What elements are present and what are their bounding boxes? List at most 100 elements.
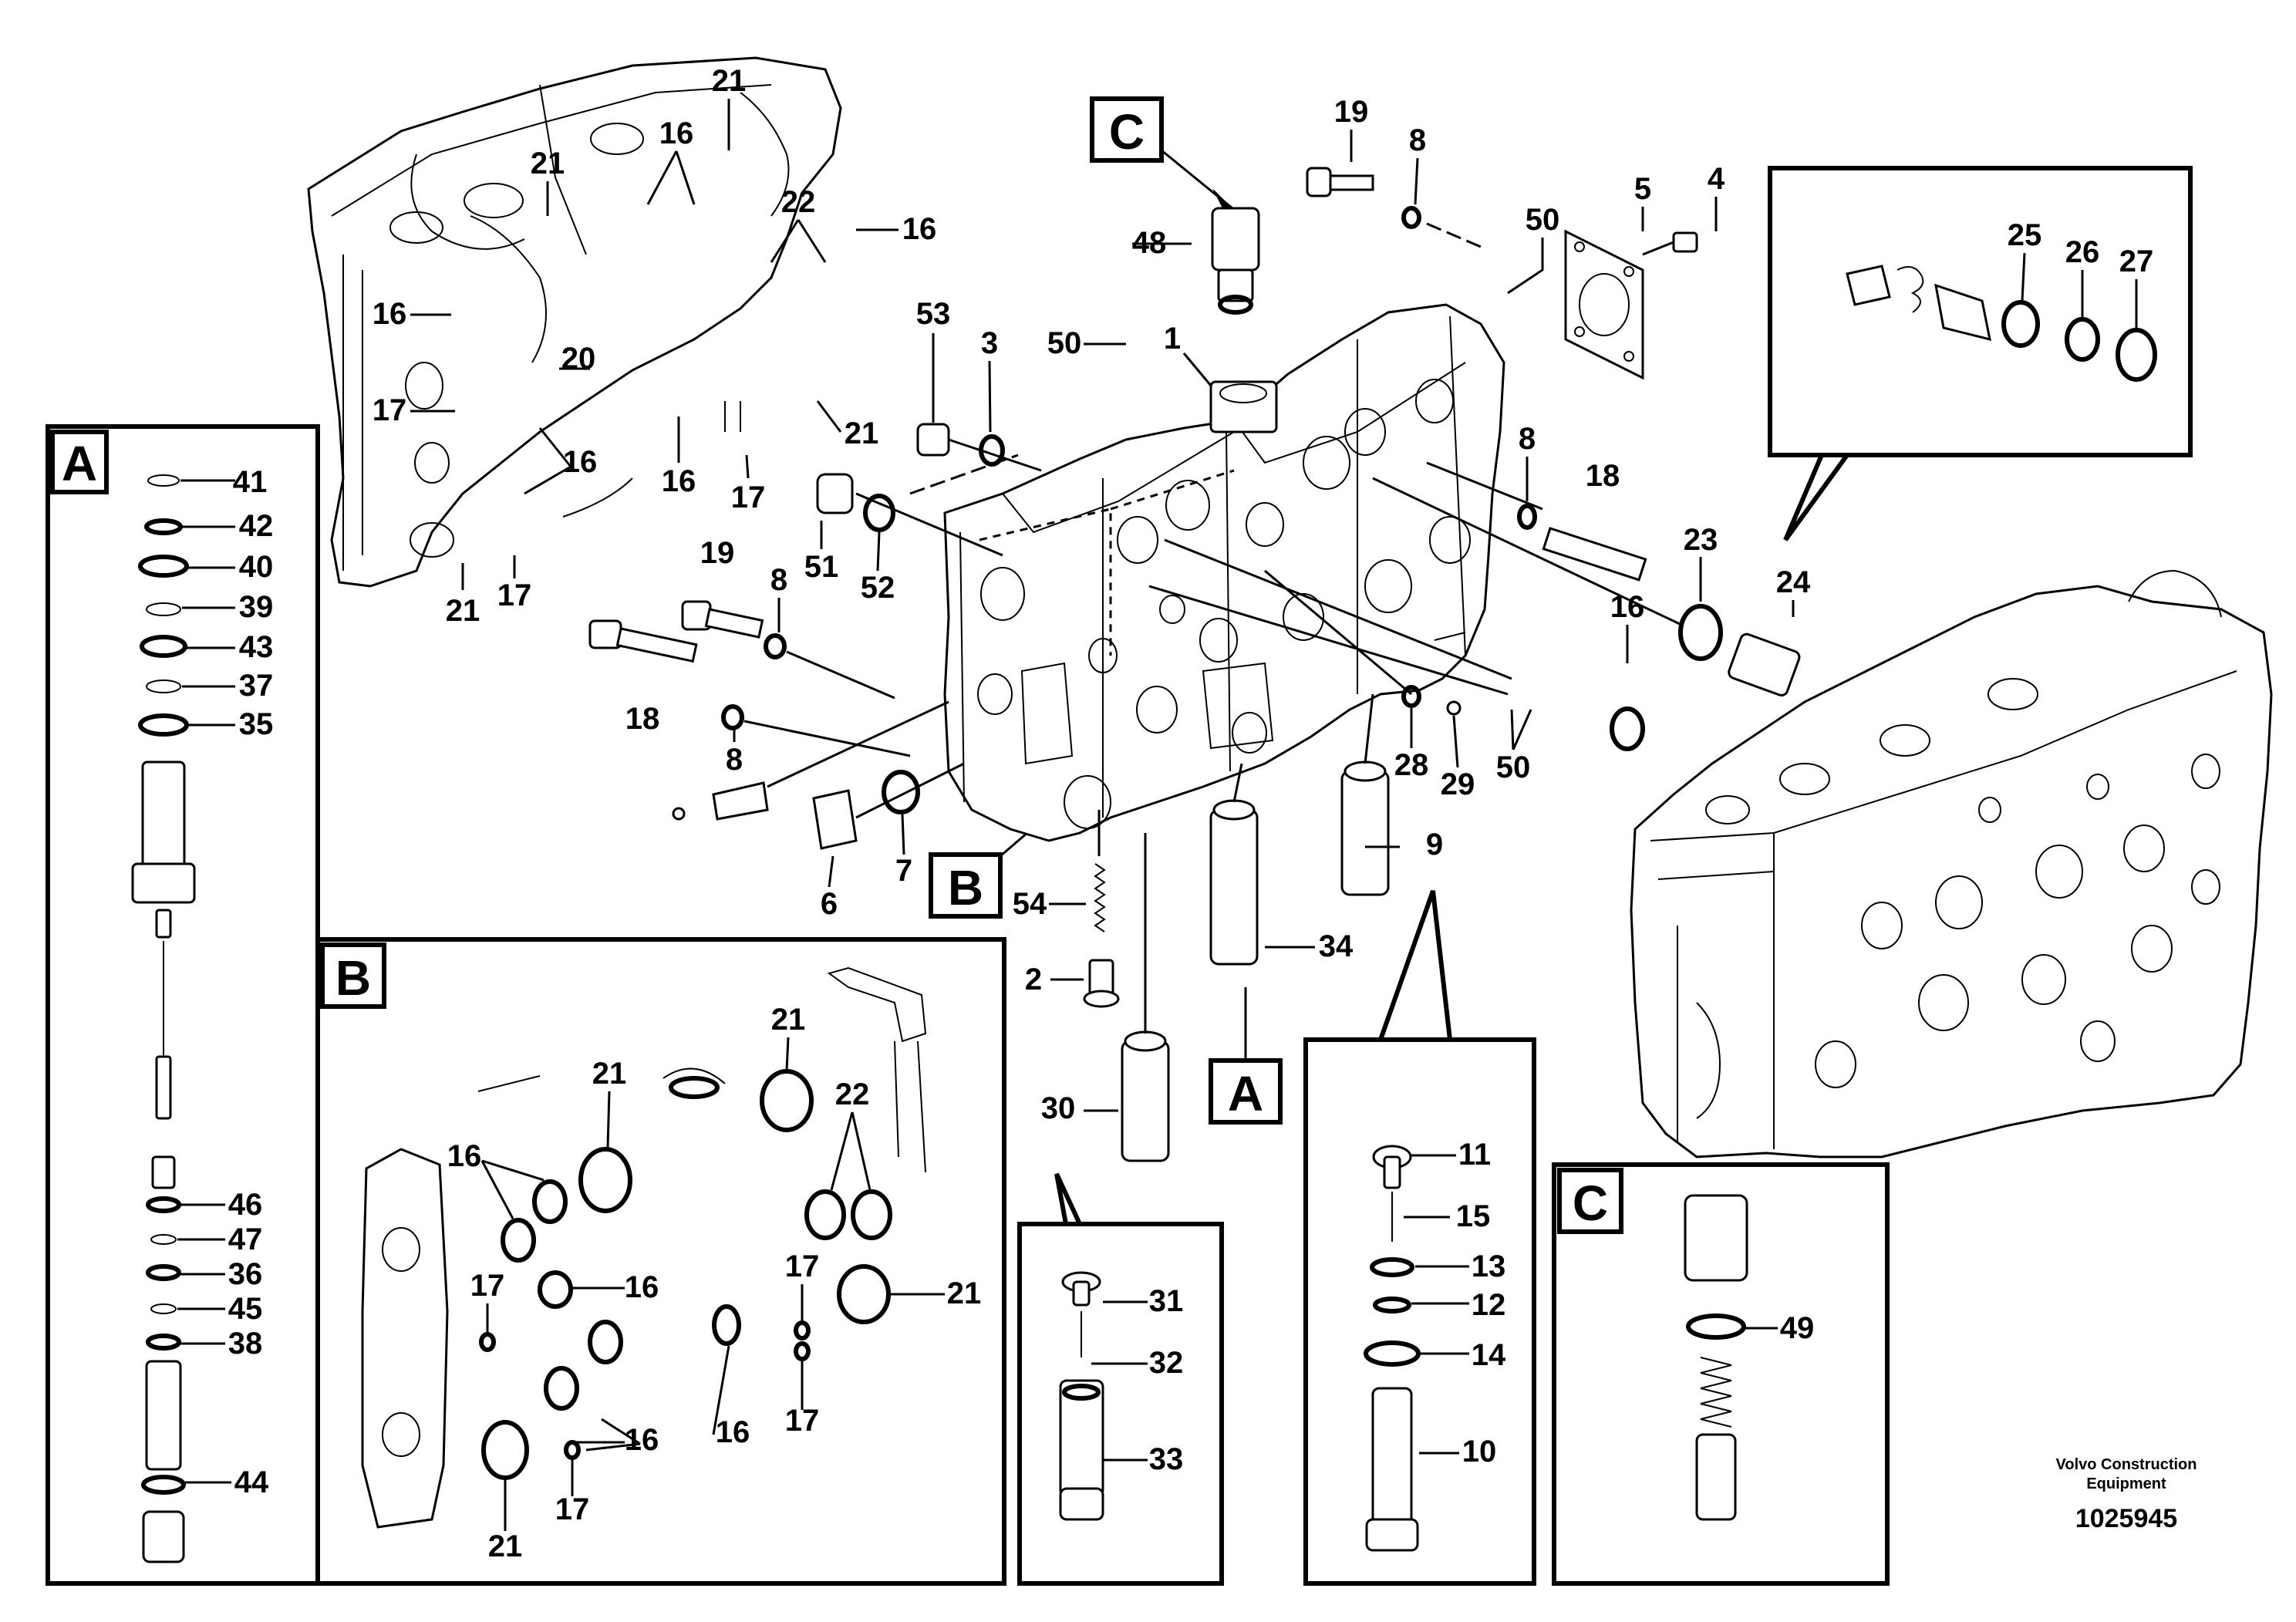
callout-5: 5: [1634, 172, 1651, 206]
view-letter-c: C: [1573, 1175, 1608, 1231]
callout-21d: 21: [446, 594, 480, 628]
callout-28: 28: [1394, 748, 1429, 782]
callout-32: 32: [1149, 1346, 1184, 1380]
callout-24: 24: [1776, 565, 1811, 599]
callout-4: 4: [1708, 162, 1725, 196]
detail-frame-c: [1552, 1162, 1890, 1586]
callout-16h: 16: [625, 1270, 659, 1304]
view-label-c-detail: C: [1557, 1168, 1623, 1234]
callout-8c: 8: [770, 563, 787, 597]
detail-pointer-30: [1020, 1172, 1082, 1226]
callout-3: 3: [981, 326, 998, 360]
callout-18a: 18: [1586, 459, 1620, 493]
callout-16e: 16: [662, 464, 696, 498]
callout-14: 14: [1472, 1338, 1506, 1372]
callout-13: 13: [1472, 1249, 1506, 1283]
callout-19a: 19: [1334, 95, 1369, 129]
callout-22b: 22: [835, 1077, 870, 1111]
drawing-number: 1025945: [2075, 1504, 2177, 1533]
callout-labels: 1 2 3 4 5 6 7 8 8 8 8 9 10 11 12 13 14 1…: [228, 64, 2154, 1563]
callout-21e: 21: [771, 1003, 806, 1037]
detail-pointer-24: [1783, 454, 1849, 541]
callout-20: 20: [561, 342, 596, 376]
callout-16c: 16: [373, 297, 407, 331]
callout-17d: 17: [470, 1269, 505, 1303]
valve-section-upper-left: [307, 56, 842, 588]
callout-8d: 8: [726, 743, 743, 777]
detail-pointer-9: [1378, 890, 1452, 1040]
callout-12: 12: [1472, 1288, 1506, 1322]
view-marker-a-letter: A: [1228, 1066, 1263, 1121]
detail-24-parts: [1846, 265, 2157, 382]
plugs-51-53-6-7: [812, 423, 1042, 850]
callout-37: 37: [239, 669, 274, 703]
drawing-credit: Volvo Construction Equipment 1025945: [2056, 1456, 2197, 1533]
callout-8b: 8: [1519, 422, 1536, 456]
view-marker-c: C: [1090, 96, 1233, 210]
callout-21f: 21: [592, 1057, 627, 1091]
callout-50b: 50: [1047, 326, 1082, 360]
detail-frame-a: [46, 424, 320, 1586]
callout-54: 54: [1013, 887, 1047, 921]
spring-54-plunger-2: [1083, 810, 1120, 1008]
callout-22a: 22: [781, 185, 816, 219]
callout-36: 36: [228, 1257, 263, 1291]
valve-section-right: [1630, 569, 2273, 1158]
callout-16j: 16: [625, 1423, 659, 1457]
callout-29: 29: [1441, 767, 1475, 801]
callout-53: 53: [916, 297, 951, 331]
screw-4: [1642, 231, 1698, 256]
detail-frame-9: [1303, 1037, 1536, 1586]
callout-52: 52: [861, 571, 895, 605]
callout-16b: 16: [902, 212, 937, 246]
callout-23: 23: [1684, 523, 1718, 557]
flange-plate-5: [1564, 229, 1644, 380]
detail-frame-24: [1768, 166, 2193, 457]
washers-28-29: [1148, 538, 1512, 716]
view-marker-c-letter: C: [1109, 104, 1145, 160]
callout-7: 7: [895, 854, 912, 888]
leader-lines: [177, 99, 2138, 1531]
callout-17g: 17: [555, 1492, 590, 1526]
callout-50c: 50: [1496, 750, 1531, 784]
detail-c-parts: [1684, 1194, 1748, 1521]
bolt-18-right: [1426, 461, 1647, 582]
callout-16g: 16: [447, 1139, 482, 1173]
callout-31: 31: [1149, 1284, 1184, 1318]
callout-21a: 21: [712, 64, 747, 98]
callout-41: 41: [233, 465, 268, 499]
callout-18b: 18: [625, 702, 660, 736]
callout-16f: 16: [1610, 590, 1645, 624]
view-letter-a: A: [62, 436, 97, 491]
callout-16d: 16: [563, 445, 598, 479]
view-marker-b: B: [929, 793, 1073, 919]
valve-24-assembly: [1372, 477, 1801, 751]
callout-1: 1: [1164, 322, 1181, 356]
callout-16a: 16: [659, 116, 694, 150]
callout-17e: 17: [785, 1249, 820, 1283]
brand-line-1: Volvo Construction: [2056, 1456, 2197, 1473]
detail-frame-b: [315, 937, 1006, 1586]
callout-21b: 21: [531, 147, 565, 180]
callout-49: 49: [1780, 1311, 1815, 1345]
callout-47: 47: [228, 1222, 263, 1256]
callout-51: 51: [804, 550, 839, 584]
callout-19b: 19: [700, 536, 735, 570]
callout-21g: 21: [947, 1276, 982, 1310]
callout-34: 34: [1319, 929, 1354, 963]
detail-frame-30: [1017, 1222, 1224, 1586]
callout-10: 10: [1462, 1435, 1497, 1469]
callout-8a: 8: [1409, 123, 1426, 157]
callout-46: 46: [228, 1188, 263, 1222]
callout-6: 6: [821, 887, 838, 921]
callout-2: 2: [1025, 963, 1042, 996]
callout-39: 39: [239, 590, 274, 624]
callout-35: 35: [239, 707, 274, 741]
view-label-a-detail: A: [50, 430, 109, 494]
callout-11: 11: [1458, 1138, 1491, 1172]
callout-27: 27: [2119, 244, 2154, 278]
callout-21h: 21: [488, 1529, 523, 1563]
plug-48: [1211, 207, 1260, 315]
bolt-19-upper: [1306, 167, 1482, 248]
